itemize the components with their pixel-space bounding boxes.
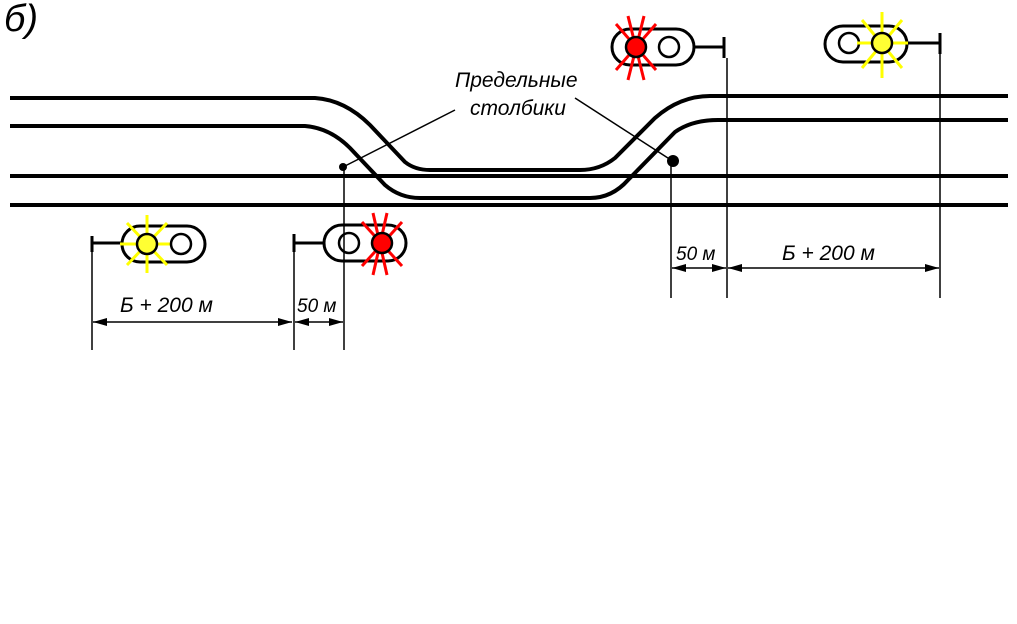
track-rail-2 [10,118,1008,200]
dim-label-left-short: 50 м [297,296,336,317]
signal-upper-right [823,12,942,78]
unlit-lamp-icon [337,231,361,255]
leader-line-left [344,109,456,167]
unlit-lamp-icon [169,232,193,256]
dimension-lines [93,264,939,326]
red-signal-icon [370,231,394,255]
callout-line1: Предельные [455,69,578,92]
leader-line-right [574,97,672,161]
signal-lower-mid [292,212,408,276]
dim-label-right-long: Б + 200 м [782,242,875,265]
fouling-post-left [339,163,347,171]
dim-label-left-long: Б + 200 м [120,294,213,317]
fouling-post-right [667,155,679,167]
signal-upper-mid [610,15,726,81]
unlit-lamp-icon [837,31,861,55]
yellow-signal-icon [135,232,159,256]
dim-label-right-short: 50 м [676,244,715,265]
figure-label: б) [4,0,39,40]
unlit-lamp-icon [657,35,681,59]
tracks [10,94,1008,207]
yellow-signal-icon [870,31,894,55]
signal-lower-left [90,215,207,273]
extension-lines [91,54,941,350]
red-signal-icon [624,35,648,59]
track-rail-1 [10,94,1008,172]
callout-line2: столбики [470,97,566,120]
